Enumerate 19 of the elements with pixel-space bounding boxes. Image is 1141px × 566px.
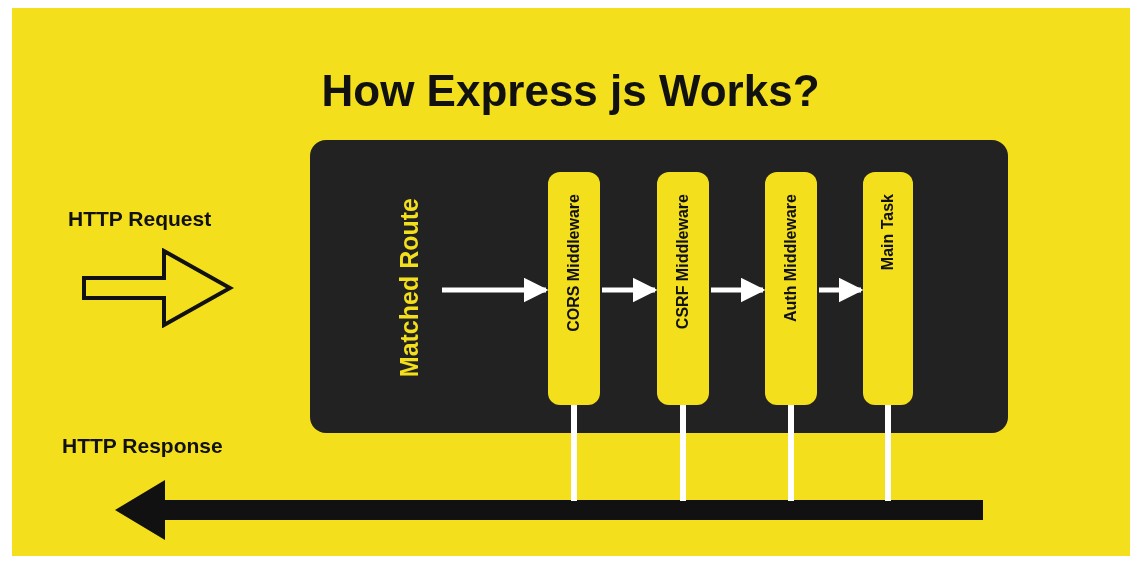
flow-label: HTTP Request: [68, 206, 212, 232]
connector-line: [571, 405, 577, 501]
middleware-box: Main Task: [863, 172, 913, 405]
middleware-box: CORS Middleware: [548, 172, 600, 405]
arrow: [442, 277, 549, 303]
connector-line: [885, 405, 891, 501]
arrow: [819, 277, 864, 303]
arrow: [711, 277, 766, 303]
route-label: Matched Route: [390, 178, 428, 398]
response-arrow: [113, 478, 983, 542]
arrow: [602, 277, 658, 303]
middleware-box: CSRF Middleware: [657, 172, 709, 405]
request-arrow: [80, 248, 234, 328]
connector-line: [788, 405, 794, 501]
connector-line: [680, 405, 686, 501]
route-panel: [310, 140, 1008, 433]
middleware-box: Auth Middleware: [765, 172, 817, 405]
flow-label: HTTP Response: [62, 433, 223, 459]
title: How Express js Works?: [320, 65, 821, 117]
